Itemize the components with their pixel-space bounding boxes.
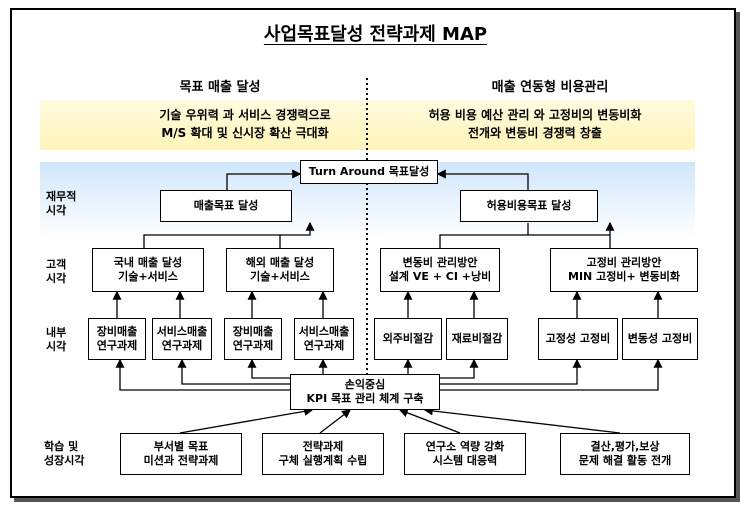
customer-box-domestic: 국내 매출 달성 기술+서비스 (92, 248, 204, 292)
internal-box-7: 고정성 고정비 (538, 318, 618, 360)
kpi-box: 손익중심 KPI 목표 관리 체계 구축 (290, 374, 440, 410)
internal-box-4: 서비스매출 연구과제 (294, 318, 354, 360)
internal-box-3: 장비매출 연구과제 (224, 318, 282, 360)
right-goal-line2: 전개와 변동비 경쟁력 창출 (468, 126, 602, 140)
left-goal-line2: M/S 확대 및 신시장 확산 극대화 (161, 126, 329, 140)
learning-box-1: 부서별 목표 미션과 전략과제 (120, 433, 242, 475)
row-label-customer: 고객 시각 (46, 258, 67, 285)
financial-box-left: 매출목표 달성 (160, 190, 292, 222)
row-label-financial: 재무적 시각 (46, 190, 77, 217)
internal-box-5: 외주비절감 (374, 318, 442, 360)
customer-box-fixed-cost: 고정비 관리방안 MIN 고정비+ 변동비화 (550, 248, 698, 292)
page-title: 사업목표달성 전략과제 MAP (263, 24, 488, 45)
internal-box-8: 변동성 고정비 (622, 318, 698, 360)
right-goal-line1: 허용 비용 예산 관리 와 고정비의 변동비화 (428, 108, 642, 122)
turn-around-box: Turn Around 목표달성 (300, 160, 438, 184)
row-label-learning: 학습 및 성장시각 (44, 440, 85, 467)
financial-box-right: 허용비용목표 달성 (460, 190, 598, 222)
customer-box-variable-cost: 변동비 관리방안 설계 VE + CI +낭비 (380, 248, 500, 292)
internal-box-1: 장비매출 연구과제 (88, 318, 146, 360)
right-header: 매출 연동형 비용관리 (491, 80, 609, 95)
internal-box-6: 재료비절감 (446, 318, 508, 360)
left-header: 목표 매출 달성 (179, 80, 261, 95)
learning-box-3: 연구소 역량 강화 시스템 대응력 (404, 433, 526, 475)
internal-box-2: 서비스매출 연구과제 (152, 318, 212, 360)
customer-box-overseas: 해외 매출 달성 기술+서비스 (226, 248, 334, 292)
learning-box-2: 전략과제 구체 실행계획 수립 (262, 433, 384, 475)
learning-box-4: 결산,평가,보상 문제 해결 활동 전개 (560, 433, 690, 475)
row-label-internal: 내부 시각 (46, 326, 67, 353)
left-goal-line1: 기술 우위력 과 서비스 경쟁력으로 (159, 108, 331, 122)
